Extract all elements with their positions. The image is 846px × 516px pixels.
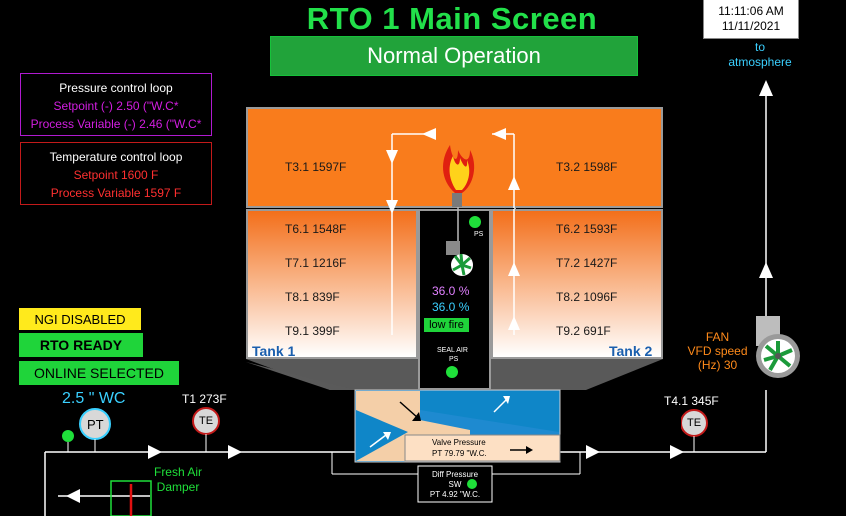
- diff-pressure-line2: SW: [448, 480, 462, 489]
- ps-indicator-icon: [469, 216, 481, 228]
- outlet-te-sensor-icon[interactable]: [681, 408, 713, 454]
- operation-status-banner: Normal Operation: [270, 36, 638, 76]
- tank1-temp-t9: T9.1 399F: [285, 324, 340, 338]
- diff-pressure-indicator-icon: [467, 479, 477, 489]
- valve-percent-2: 36.0 %: [432, 300, 470, 314]
- fresh-air-damper-label: Fresh Air Damper: [148, 465, 208, 495]
- fan-label: FAN: [705, 330, 730, 344]
- valve-pressure-label: Valve Pressure: [432, 438, 486, 447]
- rto-ready-tag[interactable]: RTO READY: [19, 333, 143, 357]
- pressure-loop-heading: Pressure control loop: [59, 81, 173, 95]
- pressure-control-loop-panel[interactable]: Pressure control loop Setpoint (-) 2.50 …: [20, 73, 212, 136]
- ngi-status-tag[interactable]: NGI DISABLED: [19, 308, 141, 330]
- exhaust-label-line1: to: [754, 40, 765, 54]
- outlet-te-label: TE: [687, 417, 702, 429]
- clock-date: 11/11/2021: [721, 19, 781, 33]
- fan-vfd-label: VFD speed: [687, 344, 748, 358]
- temperature-process-variable: Process Variable 1597 F: [50, 186, 182, 200]
- te-label: TE: [199, 415, 214, 427]
- fire-state-indicator[interactable]: low fire: [424, 318, 469, 332]
- te-sensor-icon[interactable]: [190, 406, 222, 452]
- temperature-loop-heading: Temperature control loop: [49, 150, 183, 164]
- tank1-temp-t6: T6.1 1548F: [285, 222, 347, 236]
- tank1-temp-t8: T8.1 839F: [285, 290, 340, 304]
- exhaust-label: to atmosphere: [720, 40, 800, 70]
- burner-column: [418, 209, 491, 390]
- exhaust-arrow-icon: [759, 80, 773, 96]
- tank2-label: Tank 2: [609, 343, 653, 359]
- fresh-air-line2: Damper: [156, 480, 200, 494]
- exhaust-label-line2: atmosphere: [728, 55, 792, 69]
- temperature-setpoint: Setpoint 1600 F: [73, 168, 159, 182]
- tank1-temp-t3: T3.1 1597F: [285, 160, 347, 174]
- valve-percent-1: 36.0 %: [432, 284, 470, 298]
- seal-air-ps-label: PS: [449, 356, 459, 363]
- online-selected-tag[interactable]: ONLINE SELECTED: [19, 361, 179, 385]
- seal-air-indicator-icon: [446, 366, 458, 378]
- combustion-chamber[interactable]: [246, 107, 663, 208]
- t4-temperature: T4.1 345F: [664, 394, 719, 408]
- pressure-process-variable: Process Variable (-) 2.46 ("W.C*: [30, 117, 202, 131]
- valve-pressure-value: PT 79.79 "W.C.: [432, 449, 487, 458]
- fresh-air-line1: Fresh Air: [153, 465, 202, 479]
- tank1-label: Tank 1: [252, 343, 296, 359]
- seal-air-label: SEAL AIR: [437, 347, 468, 354]
- inlet-pressure-value: 2.5 " WC: [62, 390, 126, 407]
- tank2-temp-t9: T9.2 691F: [556, 324, 611, 338]
- ps-label: PS: [474, 231, 484, 238]
- fan-info: FAN VFD speed (Hz) 30: [680, 330, 755, 372]
- tank1-temp-t7: T7.1 1216F: [285, 256, 347, 270]
- exhaust-arrow-icon: [759, 262, 773, 278]
- tank2-temp-t6: T6.2 1593F: [556, 222, 618, 236]
- tank-1[interactable]: [246, 209, 418, 359]
- diff-pressure-line1: Diff Pressure: [431, 470, 479, 479]
- diff-pressure-line3: PT 4.92 "W.C.: [429, 490, 481, 499]
- diff-pressure-panel[interactable]: Diff Pressure SW PT 4.92 "W.C.: [418, 470, 492, 500]
- clock-time: 11:11:06 AM: [718, 4, 784, 18]
- temperature-control-loop-panel[interactable]: Temperature control loop Setpoint 1600 F…: [20, 142, 212, 205]
- clock-display: 11:11:06 AM 11/11/2021: [703, 0, 799, 39]
- tank2-temp-t7: T7.2 1427F: [556, 256, 618, 270]
- pt-label: PT: [87, 417, 104, 432]
- tank-2[interactable]: [491, 209, 663, 359]
- pressure-setpoint: Setpoint (-) 2.50 ("W.C*: [53, 99, 179, 113]
- t1-temperature: T1 273F: [182, 392, 227, 406]
- pt-transmitter-icon[interactable]: [58, 404, 118, 454]
- page-title: RTO 1 Main Screen: [306, 1, 598, 36]
- tank2-temp-t8: T8.2 1096F: [556, 290, 618, 304]
- fan-vfd-value: (Hz) 30: [697, 358, 738, 372]
- fan-icon[interactable]: [752, 314, 802, 392]
- tank2-temp-t3: T3.2 1598F: [556, 160, 618, 174]
